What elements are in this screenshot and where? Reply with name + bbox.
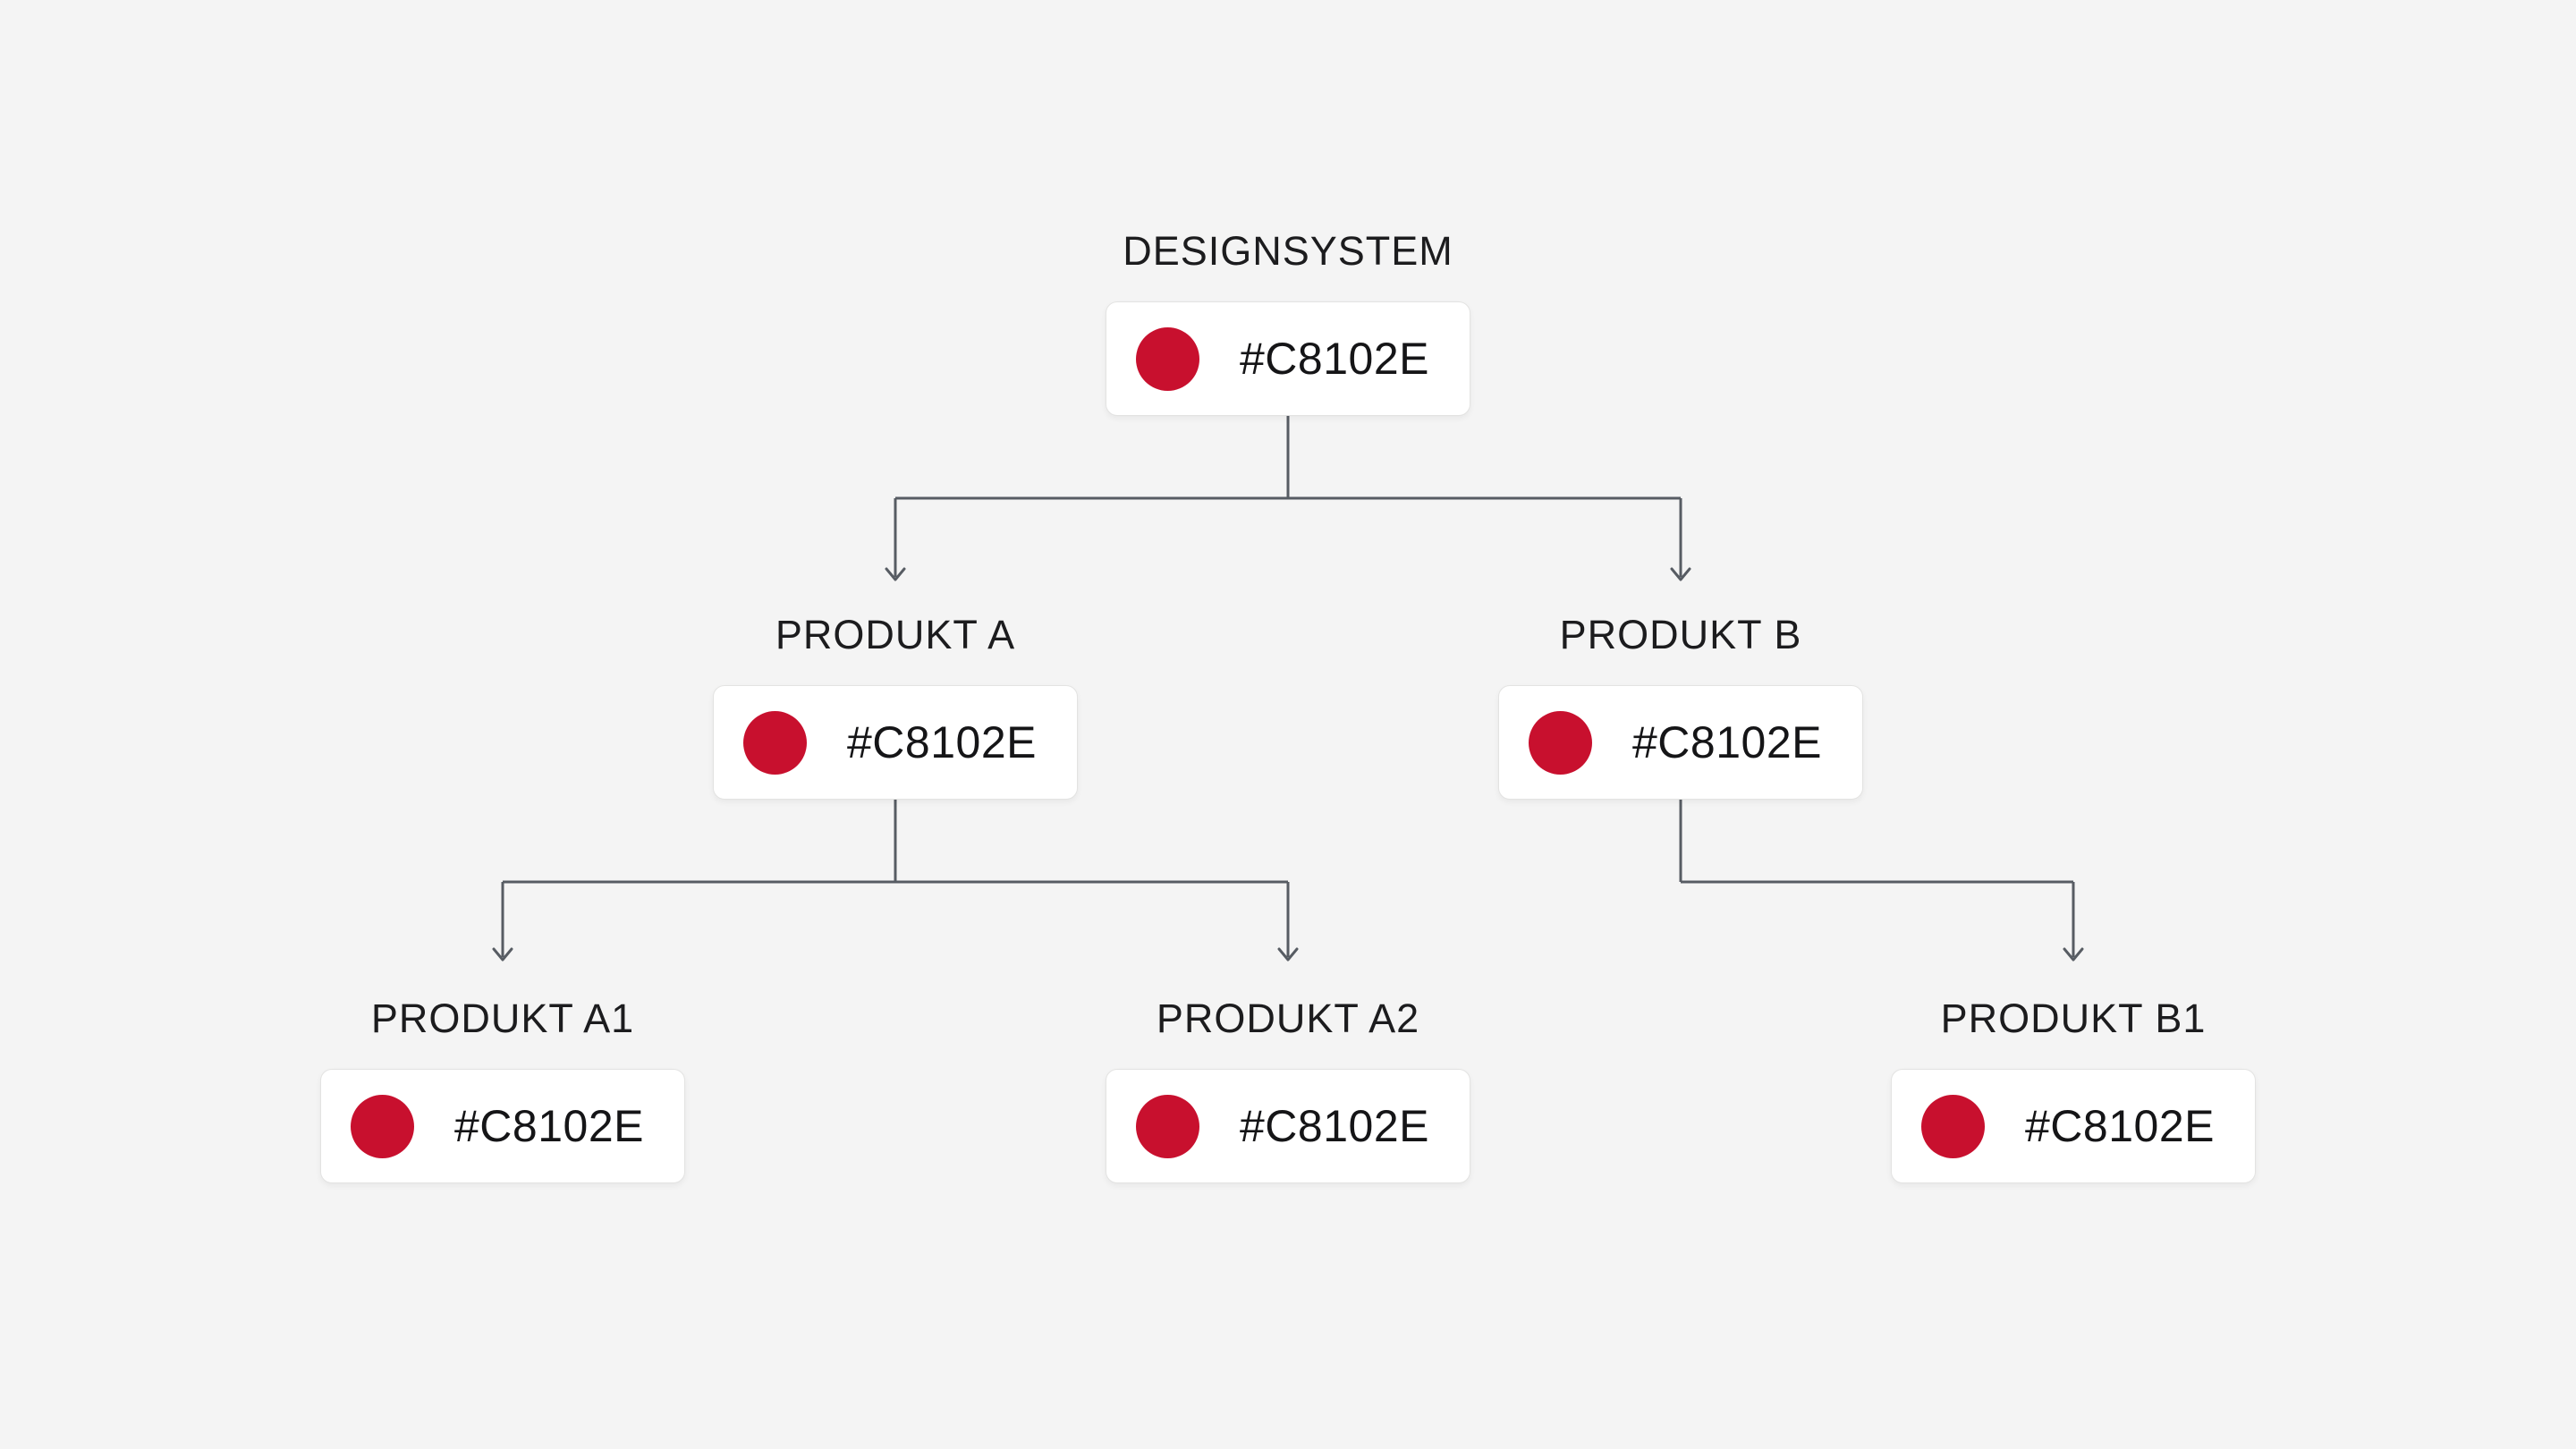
color-swatch [1529,710,1592,775]
color-token-card: #C8102E [1891,1069,2256,1183]
color-swatch [1921,1094,1985,1158]
color-token-card: #C8102E [320,1069,685,1183]
hex-value: #C8102E [1240,1101,1429,1151]
hex-value: #C8102E [847,717,1037,767]
node-produkt-a1: PRODUKT A1 #C8102E [320,992,685,1183]
node-label: PRODUKT A1 [370,996,635,1041]
hex-value: #C8102E [2025,1101,2215,1151]
arrowhead-icon [885,567,906,581]
node-label: PRODUKT A [775,612,1016,657]
node-label: PRODUKT A2 [1156,996,1420,1041]
color-swatch [743,710,807,775]
arrowhead-icon [492,947,513,962]
color-token-card: #C8102E [1106,1069,1470,1183]
arrowhead-icon [1670,567,1691,581]
color-swatch [1136,326,1199,391]
node-produkt-a2: PRODUKT A2 #C8102E [1106,992,1470,1183]
color-swatch [1136,1094,1199,1158]
color-token-card: #C8102E [713,685,1078,800]
node-label: PRODUKT B [1559,612,1802,657]
node-produkt-b1: PRODUKT B1 #C8102E [1891,992,2256,1183]
node-label: DESIGNSYSTEM [1123,228,1453,274]
color-swatch [351,1094,414,1158]
arrowhead-icon [1277,947,1299,962]
hex-value: #C8102E [1632,717,1822,767]
node-designsystem: DESIGNSYSTEM #C8102E [1106,225,1470,416]
node-label: PRODUKT B1 [1940,996,2207,1041]
node-produkt-a: PRODUKT A #C8102E [713,608,1078,800]
hex-value: #C8102E [1240,334,1429,384]
node-produkt-b: PRODUKT B #C8102E [1498,608,1863,800]
hex-value: #C8102E [454,1101,644,1151]
color-token-card: #C8102E [1498,685,1863,800]
arrowhead-icon [2063,947,2084,962]
color-token-card: #C8102E [1106,301,1470,416]
